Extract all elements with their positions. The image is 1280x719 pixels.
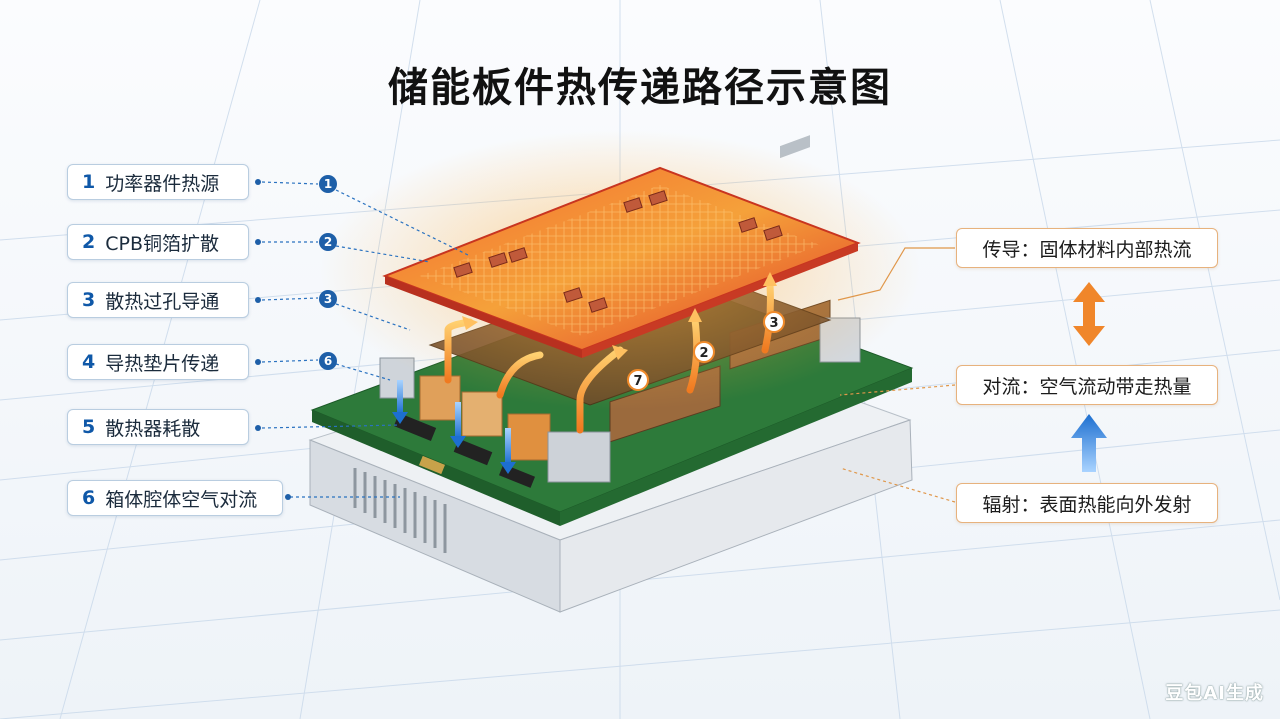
label-number: 5 xyxy=(82,416,96,438)
path-badge-7: 7 xyxy=(627,369,649,391)
label-number: 6 xyxy=(82,487,96,509)
path-badge-3: 3 xyxy=(763,311,785,333)
heat-flow-arrowheads xyxy=(462,272,777,360)
label-number: 4 xyxy=(82,351,96,373)
label-convection: 对流：空气流动带走热量 xyxy=(956,365,1218,405)
label-copper-foil-spread: 2 CPB铜箔扩散 xyxy=(67,224,249,260)
marker-badge-3: 3 xyxy=(319,290,337,308)
marker-badge-1: 1 xyxy=(319,175,337,193)
svg-text:3: 3 xyxy=(324,292,332,306)
marker-badge-6: 6 xyxy=(319,352,337,370)
right-leader-lines xyxy=(837,247,956,503)
svg-text:2: 2 xyxy=(324,235,332,249)
hot-copper-board xyxy=(382,166,861,358)
up-arrow-blue-icon xyxy=(1071,414,1107,472)
label-text: 功率器件热源 xyxy=(105,172,220,195)
label-number: 1 xyxy=(82,171,96,193)
label-text: 箱体腔体空气对流 xyxy=(105,488,258,511)
svg-text:7: 7 xyxy=(633,374,642,389)
cooling-flow-arrows xyxy=(392,380,516,474)
svg-text:1: 1 xyxy=(324,177,332,191)
label-text: 散热过孔导通 xyxy=(105,290,220,313)
label-power-device-heat-source: 1 功率器件热源 xyxy=(67,164,249,200)
hot-board-components xyxy=(453,190,783,313)
left-marker-badges: 1 2 3 6 xyxy=(319,175,337,370)
label-radiation: 辐射：表面热能向外发射 xyxy=(956,483,1218,523)
label-thermal-pad: 4 导热垫片传递 xyxy=(67,344,249,380)
watermark: 豆包AI生成 xyxy=(1165,683,1264,704)
label-text: 导热垫片传递 xyxy=(105,352,220,375)
label-thermal-via: 3 散热过孔导通 xyxy=(67,282,249,318)
path-badge-2: 2 xyxy=(693,341,715,363)
page-title: 储能板件热传递路径示意图 xyxy=(388,65,892,111)
left-leader-lines xyxy=(261,181,471,498)
path-badges: 2 3 7 xyxy=(627,311,785,391)
label-number: 3 xyxy=(82,289,96,311)
label-heat-sink: 5 散热器耗散 xyxy=(67,409,249,445)
label-text: CPB铜箔扩散 xyxy=(105,232,219,255)
svg-text:6: 6 xyxy=(324,354,332,368)
label-enclosure-convection: 6 箱体腔体空气对流 xyxy=(67,480,283,516)
label-text: 散热器耗散 xyxy=(105,417,201,440)
double-arrow-orange-icon xyxy=(1073,282,1105,346)
svg-text:3: 3 xyxy=(769,316,778,331)
marker-badge-2: 2 xyxy=(319,233,337,251)
label-number: 2 xyxy=(82,231,96,253)
label-conduction: 传导：固体材料内部热流 xyxy=(956,228,1218,268)
left-leader-dots xyxy=(255,179,291,500)
svg-text:2: 2 xyxy=(699,346,708,361)
